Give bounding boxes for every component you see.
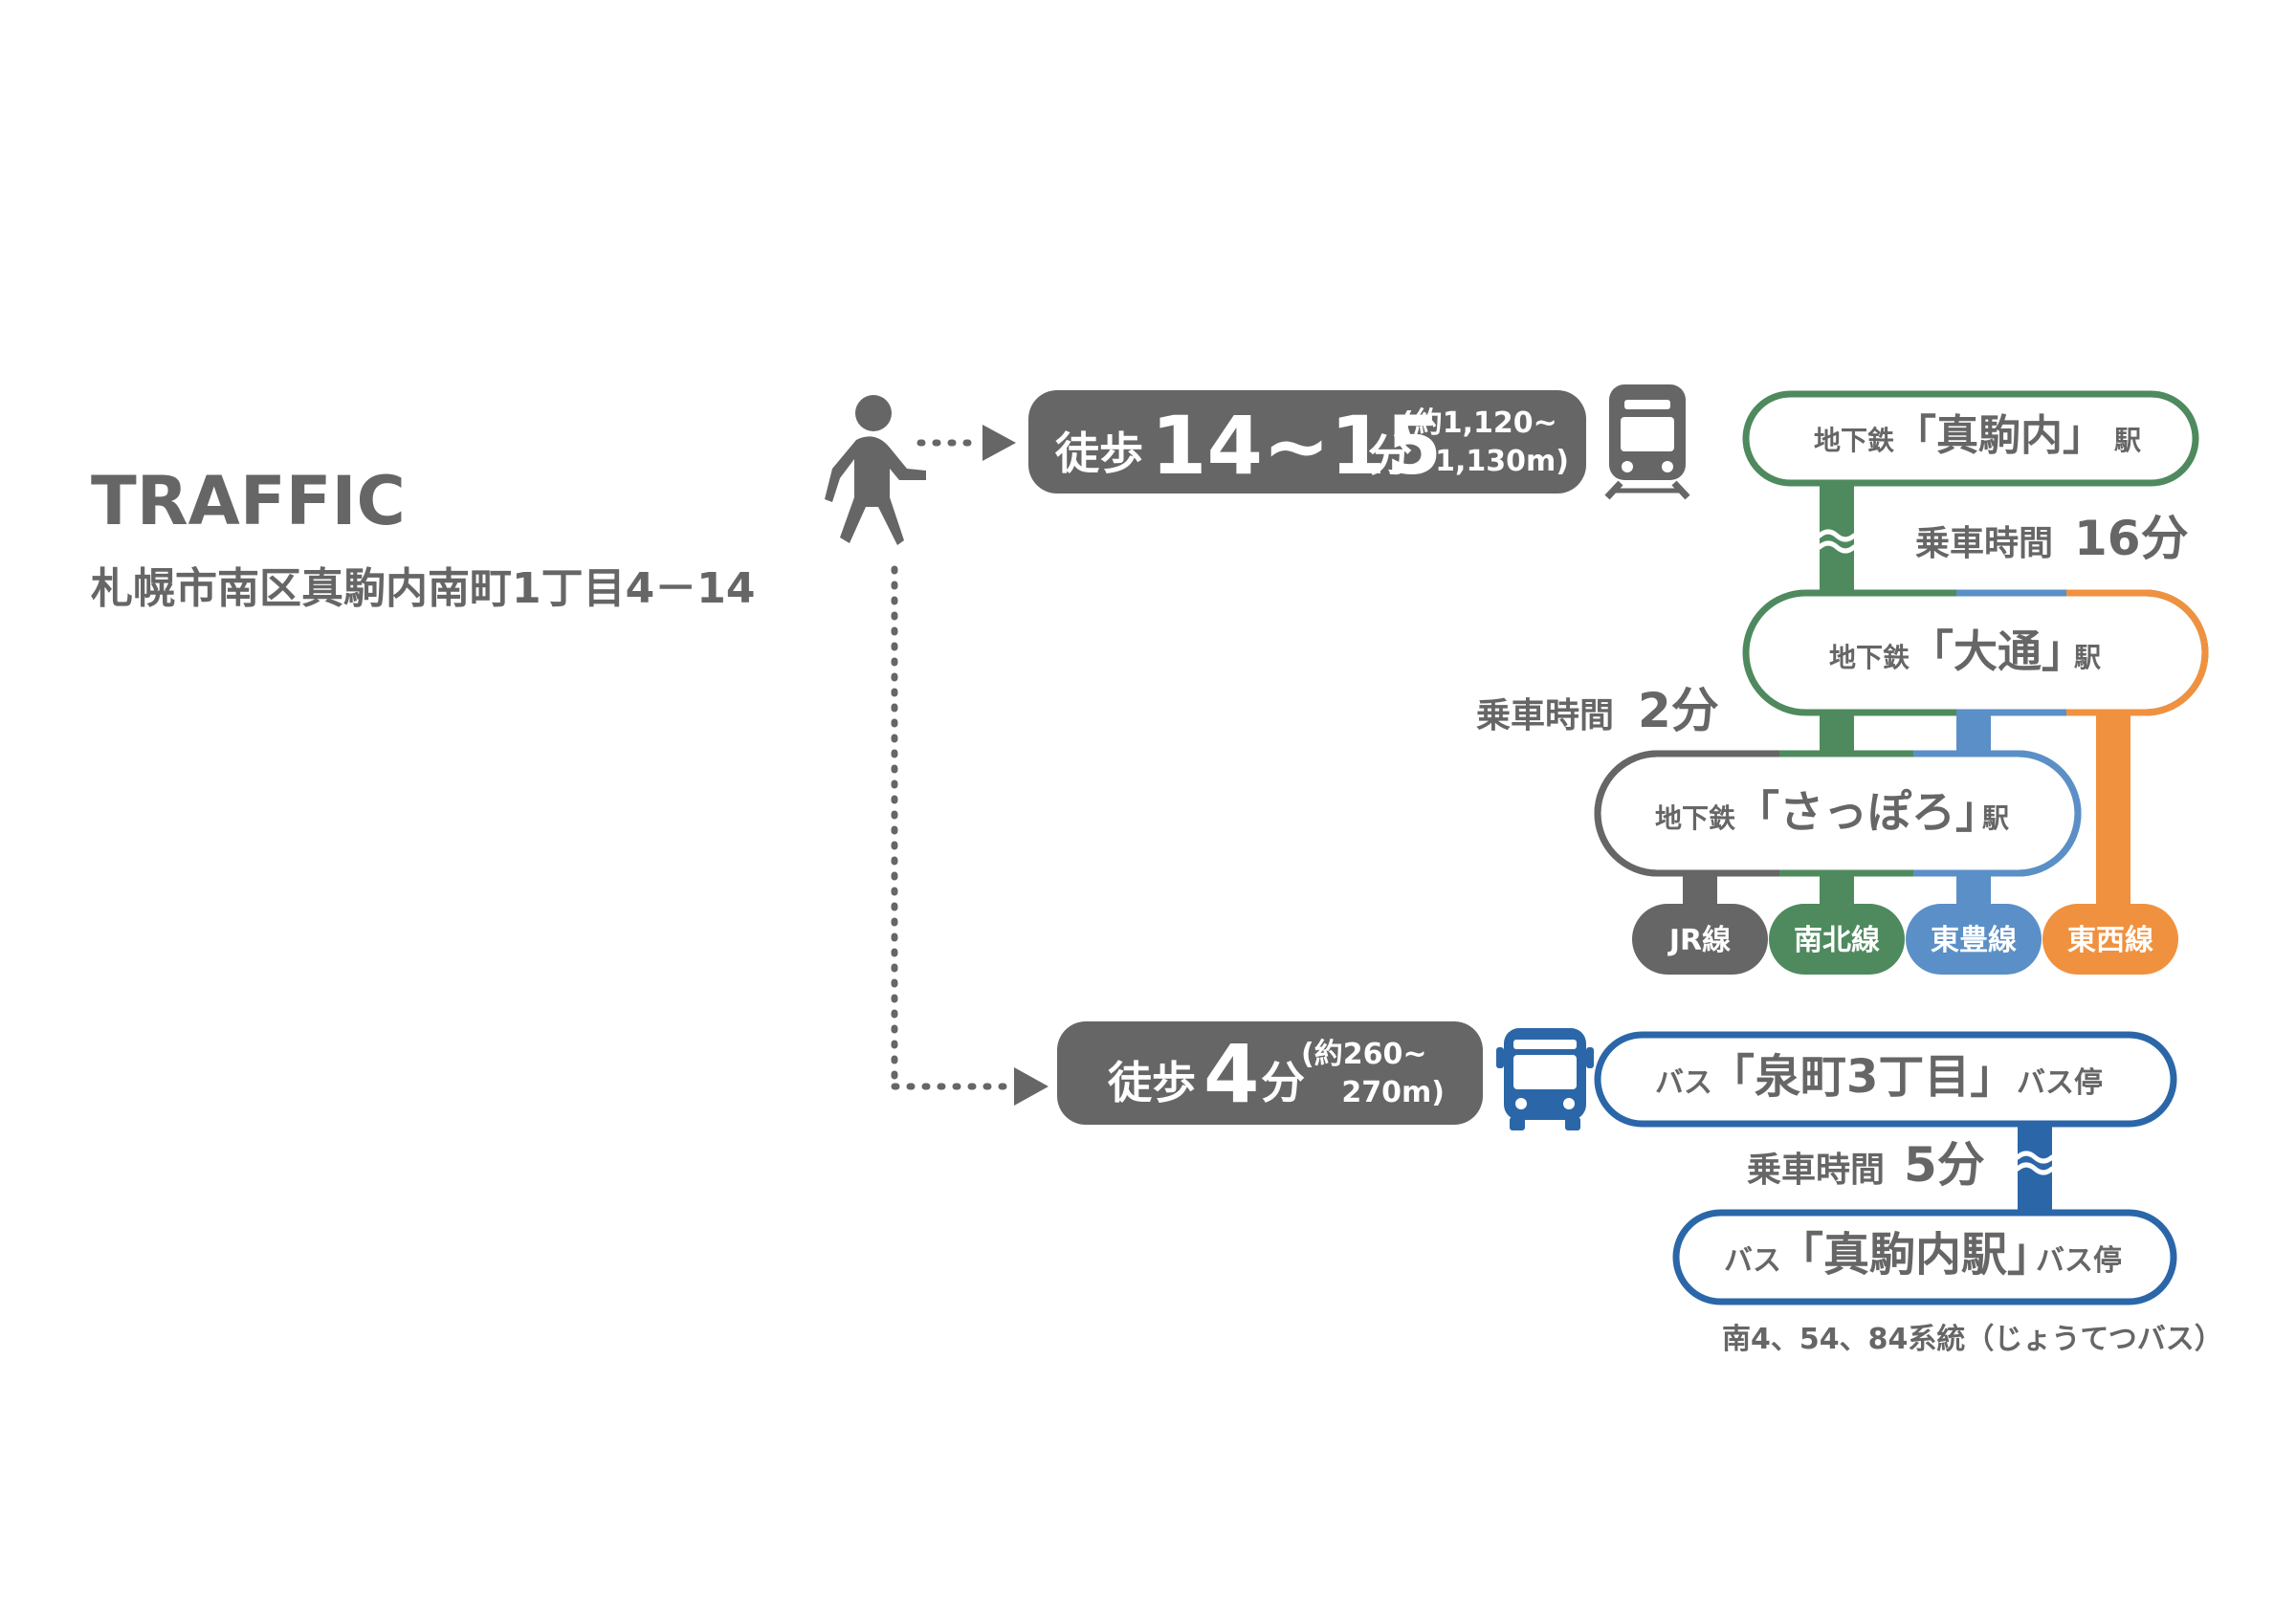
line-badges: JR線 南北線 東豊線 東西線: [1632, 904, 2178, 975]
station-name: 「真駒内」: [1894, 411, 2105, 460]
wavy-break-icon: [1817, 529, 1857, 554]
ride-time-label: 乗車時間: [1476, 696, 1614, 735]
station-prefix: 地下鉄: [1655, 802, 1735, 834]
walk-arrow-to-bus: [891, 565, 1049, 1106]
station-makomanai: 地下鉄 「真駒内」 駅: [1742, 390, 2199, 487]
walk-time-box-train: 徒歩 14~15 分 (約1,120~ 1,130m): [1028, 390, 1586, 493]
walk-unit: 分: [1261, 1057, 1305, 1108]
ride-time-label: 乗車時間: [1915, 524, 2053, 563]
station-name: 「大通」: [1910, 625, 2086, 677]
walk-prefix: 徒歩: [1107, 1057, 1196, 1108]
walk-arrow-to-train: [916, 425, 1016, 461]
line-badge-label: 東豊線: [1931, 924, 2017, 957]
station-suffix: 駅: [1982, 802, 2009, 834]
line-badge-toho: 東豊線: [1906, 904, 2042, 975]
bus-routes-note: 南4、54、84系統（じょうてつバス）: [1722, 1323, 2223, 1356]
station-prefix: 地下鉄: [1814, 425, 1894, 456]
station-prefix: 地下鉄: [1829, 642, 1910, 673]
line-badge-label: 東西線: [2067, 924, 2153, 957]
line-badge-tozai: 東西線: [2042, 904, 2178, 975]
line-badge-jr: JR線: [1632, 904, 1768, 975]
walk-distance-line2: 1,130m): [1435, 445, 1569, 478]
bus-stop-izumimachi: バス 「泉町3丁目」 バス停: [1594, 1031, 2177, 1128]
line-badge-label: JR線: [1667, 924, 1731, 957]
bus-stop-prefix: バス: [1655, 1066, 1712, 1100]
bus-stop-prefix: バス: [1724, 1244, 1781, 1278]
svg-text:地下鉄 「大通」 駅: 地下鉄 「大通」 駅: [1829, 625, 2101, 677]
bus-stop-suffix: バス停: [2017, 1066, 2103, 1100]
walking-person-icon: [825, 395, 926, 545]
bus-stop-name: 「泉町3丁目」: [1709, 1050, 2016, 1104]
walk-time-value: 4: [1203, 1027, 1259, 1121]
ride-time-value: 2分: [1638, 683, 1719, 738]
ride-time-bus: 乗車時間 5分: [1747, 1137, 1985, 1193]
train-icon: [1604, 384, 1690, 500]
station-suffix: 駅: [2074, 642, 2101, 673]
walk-prefix: 徒歩: [1054, 428, 1143, 479]
ride-time-makomanai-odori: 乗車時間 16分: [1915, 511, 2189, 566]
station-odori: 地下鉄 「大通」 駅: [1742, 589, 2209, 716]
ride-time-odori-sapporo: 乗車時間 2分: [1476, 683, 1719, 738]
station-suffix: 駅: [2114, 425, 2141, 456]
walk-unit: 分: [1368, 429, 1412, 481]
ride-time-label: 乗車時間: [1747, 1151, 1885, 1190]
line-badge-namboku: 南北線: [1769, 904, 1905, 975]
page-title: TRAFFIC: [91, 462, 406, 540]
svg-text:バス 「泉町3丁目」 バス停: バス 「泉町3丁目」 バス停: [1655, 1050, 2103, 1104]
wavy-break-icon-bus: [2015, 1151, 2055, 1175]
walk-time-box-bus: 徒歩 4 分 (約260~ 270m): [1057, 1021, 1483, 1125]
walk-distance-line1: (約1,120~: [1401, 406, 1557, 440]
walk-time-value: 14~15: [1151, 399, 1442, 493]
svg-text:地下鉄 「さっぽろ」 駅: 地下鉄 「さっぽろ」 駅: [1655, 786, 2009, 838]
address: 札幌市南区真駒内南町1丁目4－14: [91, 564, 755, 613]
walk-distance-line1: (約260~: [1301, 1038, 1426, 1071]
bus-stop-suffix: バス停: [2036, 1244, 2122, 1278]
ride-time-value: 16分: [2074, 511, 2189, 566]
station-sapporo: 地下鉄 「さっぽろ」 駅: [1594, 750, 2082, 877]
bus-stop-makomanai-eki: バス 「真駒内駅」 バス停: [1672, 1209, 2177, 1305]
walk-distance-line2: 270m): [1341, 1076, 1445, 1109]
bus-icon: [1496, 1028, 1594, 1130]
svg-text:地下鉄 「真駒内」 駅: 地下鉄 「真駒内」 駅: [1814, 411, 2141, 460]
ride-time-value: 5分: [1904, 1137, 1985, 1193]
svg-text:バス 「真駒内駅」 バス停: バス 「真駒内駅」 バス停: [1724, 1228, 2122, 1282]
line-badge-label: 南北線: [1794, 924, 1880, 957]
bus-stop-name: 「真駒内駅」: [1777, 1228, 2053, 1282]
station-name: 「さっぽろ」: [1735, 786, 1999, 838]
